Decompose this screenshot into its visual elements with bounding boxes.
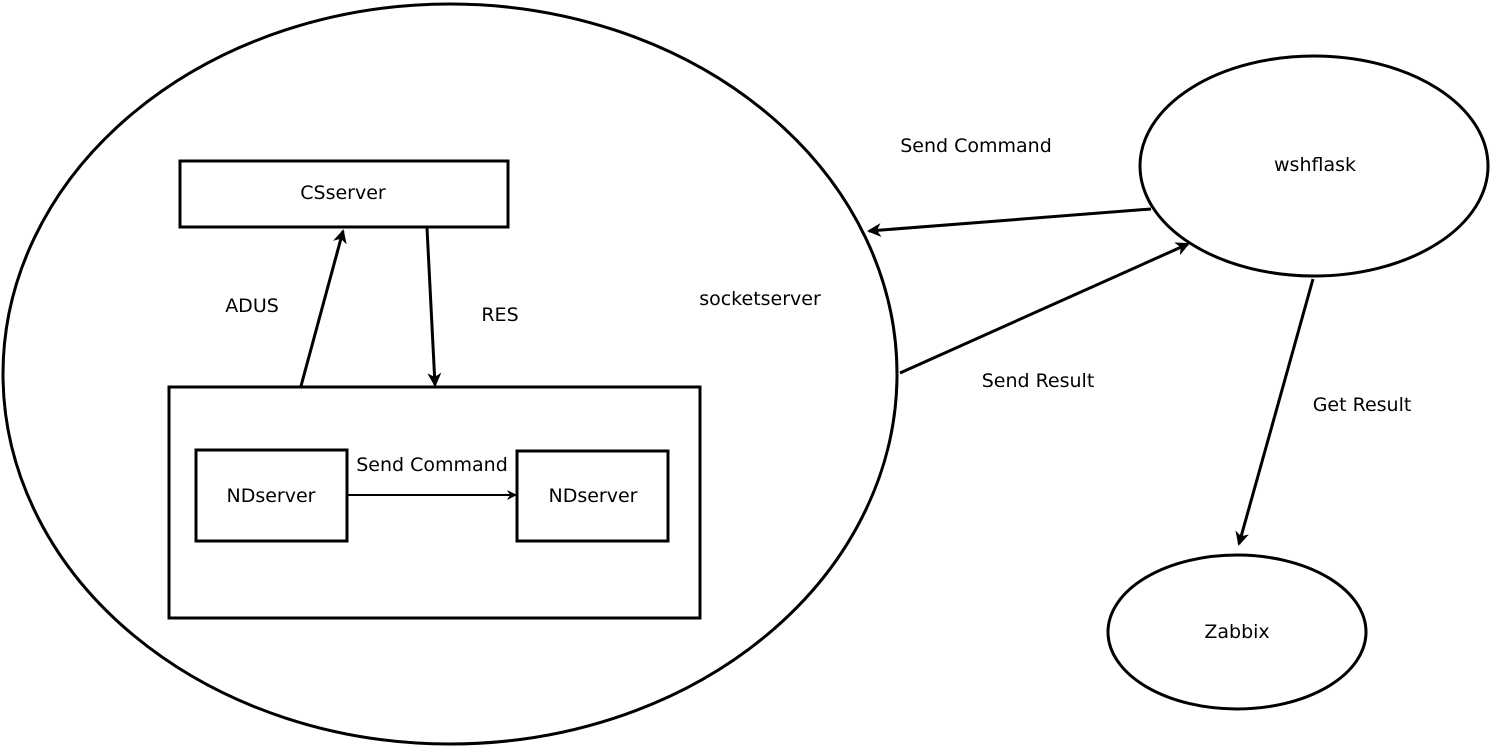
send-result-label: Send Result [982, 370, 1095, 392]
get-result-label: Get Result [1313, 394, 1412, 416]
res-arrow [425, 227, 442, 387]
wshflask-node [1138, 54, 1490, 278]
ndserver-right-label: NDserver [549, 485, 638, 507]
ndserver-left-label: NDserver [227, 485, 316, 507]
get-result-arrow [1235, 278, 1315, 546]
zabbix-node [1106, 553, 1368, 711]
csserver-node [178, 159, 510, 229]
socketserver-node [1, 2, 899, 746]
socketserver-label: socketserver [699, 288, 821, 310]
send-command-label: Send Command [900, 135, 1052, 157]
send-result-arrow [899, 242, 1190, 375]
wshflask-label: wshflask [1274, 154, 1356, 176]
send-command-arrow [867, 207, 1152, 238]
adus-label: ADUS [225, 295, 279, 317]
ndserver-right-node [515, 449, 670, 543]
adus-arrow [299, 229, 347, 387]
csserver-label: CSserver [300, 182, 386, 204]
nd-send-command-label: Send Command [356, 454, 508, 476]
res-label: RES [481, 304, 518, 326]
zabbix-label: Zabbix [1204, 621, 1269, 643]
